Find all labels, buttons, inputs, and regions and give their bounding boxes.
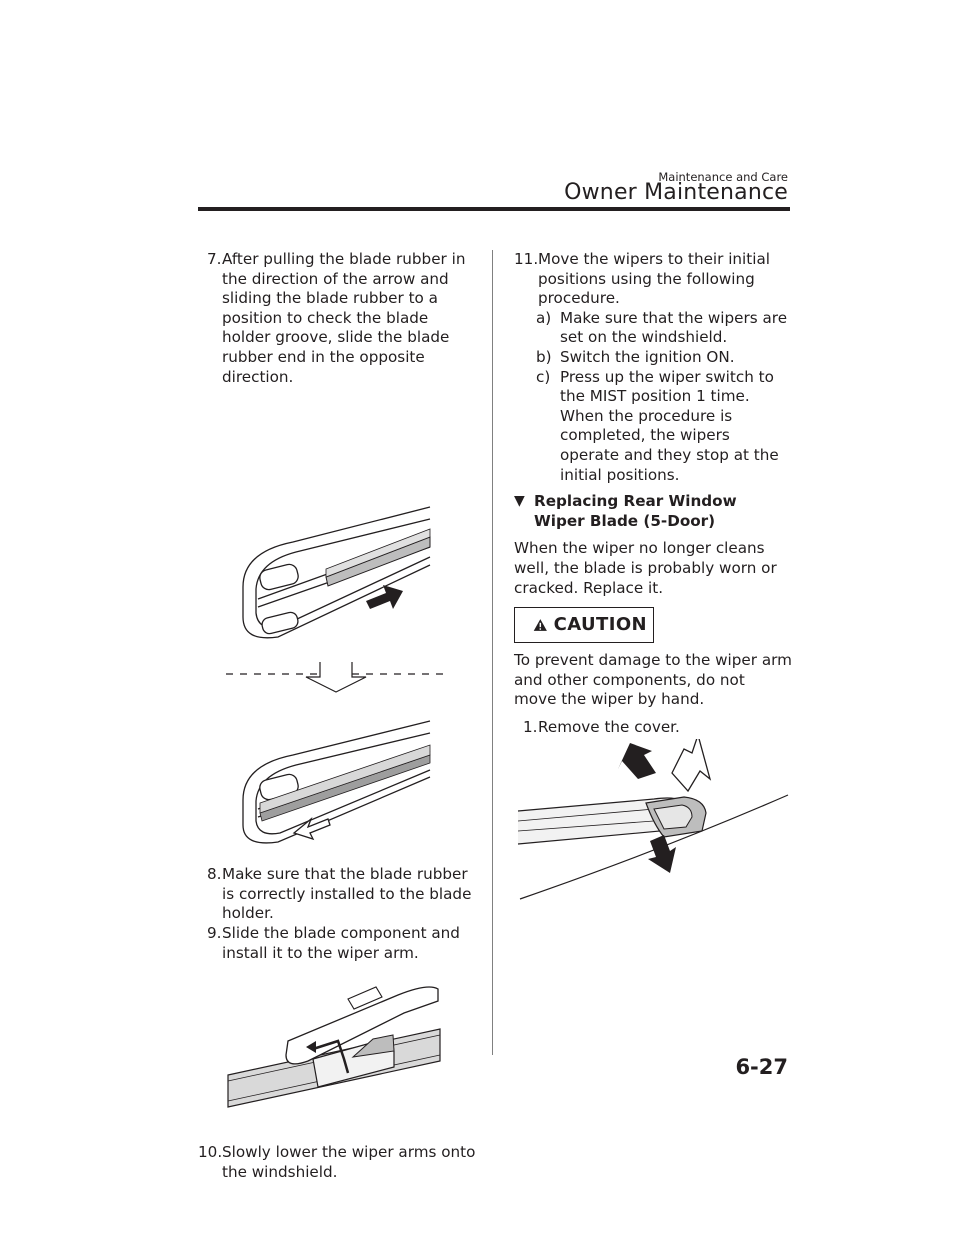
- substep-c: c) Press up the wiper switch to the MIST…: [536, 368, 792, 407]
- step-number: 11.: [514, 250, 539, 268]
- section-title: Replacing Rear Window Wiper Blade (5-Doo…: [534, 492, 737, 530]
- left-column: 7. After pulling the blade rubber in the…: [198, 250, 478, 1182]
- step-text: Move the wipers to their initial positio…: [538, 250, 770, 308]
- substep-number: c): [536, 367, 551, 386]
- step-number: 8.: [207, 865, 222, 884]
- blade-rubber-reverse-illustration: [242, 720, 431, 844]
- blade-rubber-slide-illustration: [226, 506, 448, 693]
- step-9: 9. Slide the blade component and install…: [198, 924, 478, 963]
- substep-number: b): [536, 347, 552, 366]
- header-rule: [198, 207, 790, 211]
- install-blade-illustration: [227, 986, 441, 1108]
- substep-text: Switch the ignition ON.: [560, 347, 735, 366]
- step-11: 11. Move the wipers to their initial pos…: [514, 250, 792, 309]
- warning-triangle-icon: [533, 619, 547, 631]
- right-column: 11. Move the wipers to their initial pos…: [514, 250, 792, 909]
- caution-text: To prevent damage to the wiper arm and o…: [514, 651, 792, 709]
- column-divider: [492, 250, 493, 1055]
- step-number: 7.: [207, 250, 222, 268]
- step-8: 8. Make sure that the blade rubber is co…: [198, 865, 478, 924]
- procedure-note: When the procedure is completed, the wip…: [560, 406, 779, 484]
- substep-a: a) Make sure that the wipers are set on …: [536, 309, 792, 348]
- caution-badge: CAUTION: [514, 607, 654, 644]
- substep-b: b) Switch the ignition ON.: [536, 348, 792, 368]
- step-10: 10. Slowly lower the wiper arms onto the…: [198, 1143, 478, 1182]
- section-marker: ▼: [514, 493, 525, 510]
- step-text: Make sure that the blade rubber is corre…: [222, 865, 472, 923]
- step-1: 1. Remove the cover.: [514, 718, 792, 738]
- step-text: Slowly lower the wiper arms onto the win…: [222, 1143, 476, 1181]
- page-title: Owner Maintenance: [564, 180, 788, 205]
- step-text: Remove the cover.: [538, 717, 680, 736]
- step-number: 1.: [523, 717, 538, 736]
- step-7: 7. After pulling the blade rubber in the…: [198, 250, 478, 387]
- section-heading: ▼ Replacing Rear Window Wiper Blade (5-D…: [514, 492, 792, 531]
- substep-text: Make sure that the wipers are set on the…: [560, 308, 788, 347]
- step-text: After pulling the blade rubber in the di…: [222, 250, 466, 386]
- substep-number: a): [536, 308, 552, 327]
- section-name: Maintenance and Care: [658, 170, 788, 184]
- page-number: 6-27: [735, 1055, 788, 1079]
- step-number: 10.: [198, 1143, 223, 1162]
- intro-paragraph: When the wiper no longer cleans well, th…: [514, 539, 777, 597]
- remove-cover-illustration: [517, 739, 789, 901]
- substep-text: Press up the wiper switch to the MIST po…: [560, 367, 774, 406]
- caution-label: CAUTION: [553, 614, 647, 636]
- step-text: Slide the blade component and install it…: [222, 923, 460, 962]
- step-number: 9.: [207, 923, 222, 942]
